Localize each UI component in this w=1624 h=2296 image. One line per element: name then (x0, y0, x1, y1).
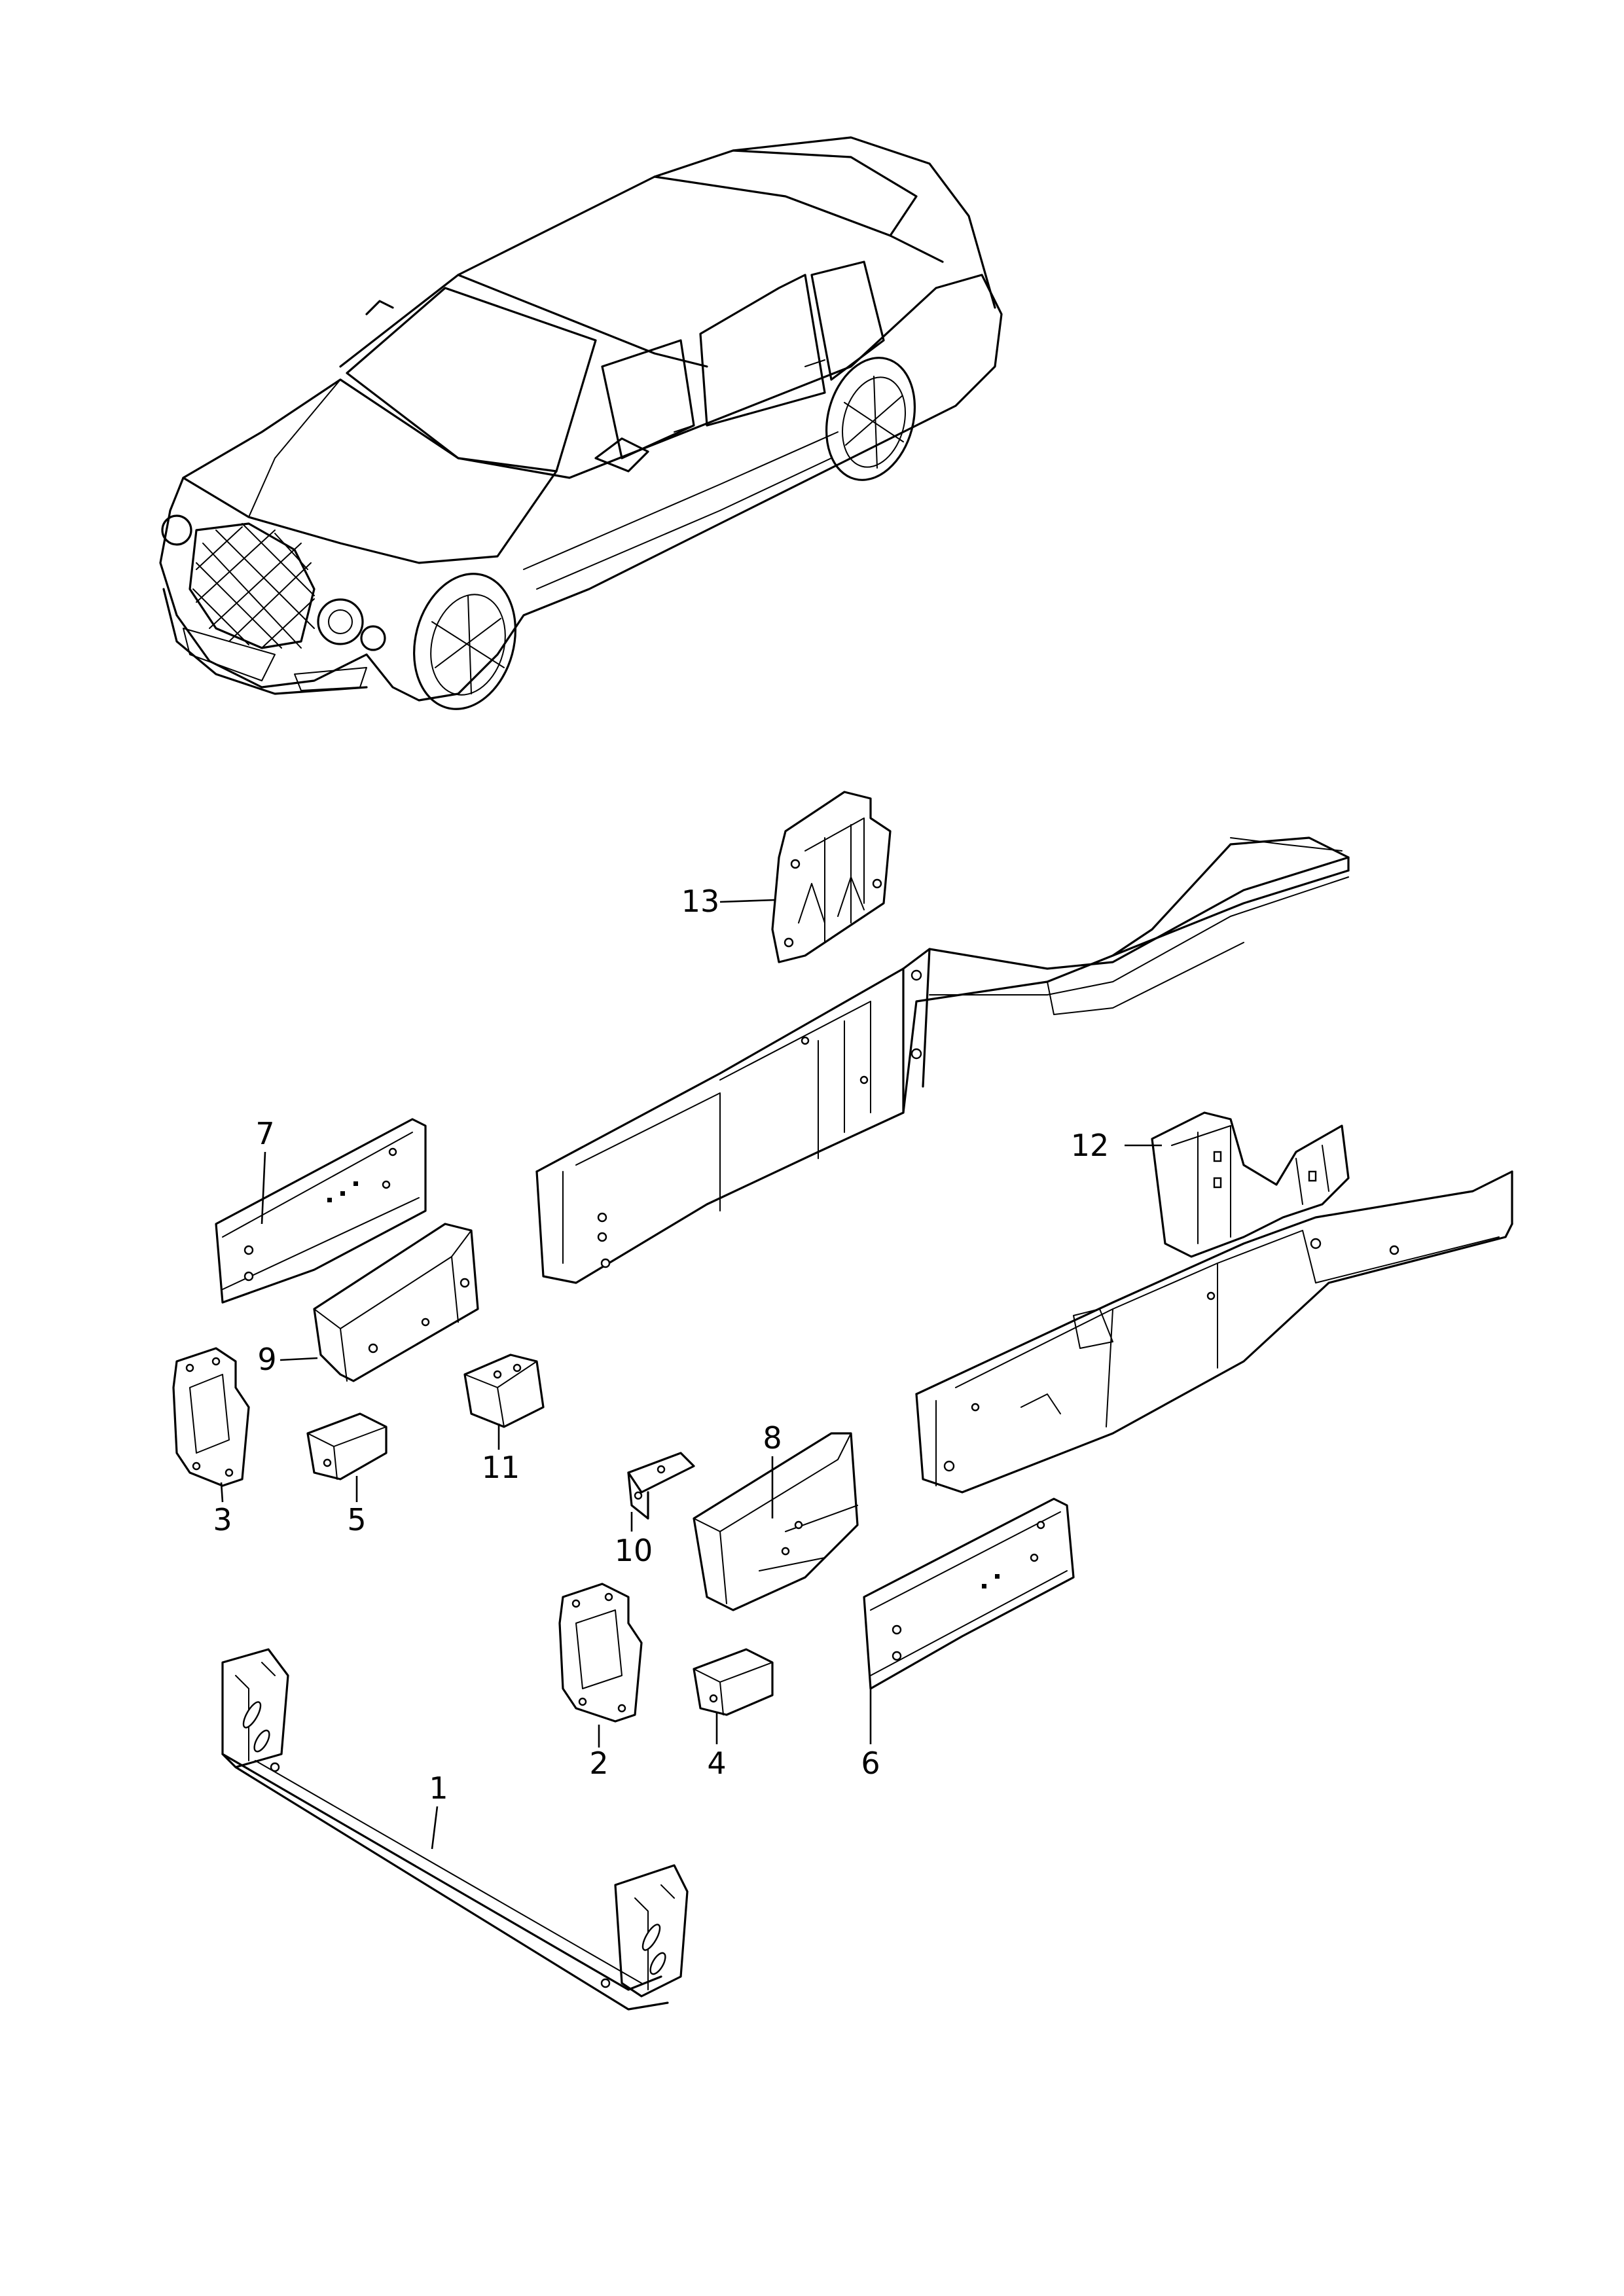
part-3-bracket (172, 1347, 250, 1487)
part-13-bracket (771, 791, 892, 963)
callout-1: 1 (429, 1770, 448, 1806)
vehicle-illustration (159, 136, 1003, 710)
part-8-channel (693, 1432, 859, 1611)
callout-3: 3 (213, 1502, 232, 1537)
callout-9: 9 (257, 1342, 276, 1377)
part-10-bracket (627, 1452, 695, 1520)
part-7-plate (215, 1118, 427, 1304)
part-5-block (306, 1412, 388, 1480)
callout-13: 13 (681, 884, 720, 919)
rail-upper (535, 836, 1350, 1284)
rail-lower (915, 1170, 1513, 1494)
part-9-channel (313, 1223, 479, 1382)
part-2-bracket (558, 1583, 643, 1723)
callout-labels: 1 2 3 4 5 6 7 8 9 10 11 12 13 (213, 884, 1109, 1806)
part-6-plate (863, 1498, 1075, 1690)
callout-4: 4 (707, 1746, 726, 1781)
callout-10: 10 (615, 1533, 653, 1568)
callout-12: 12 (1071, 1128, 1110, 1163)
part-1-crossmember (221, 1648, 689, 2011)
callout-7: 7 (255, 1116, 274, 1151)
callout-6: 6 (861, 1746, 880, 1781)
callout-leaders (220, 899, 1162, 1850)
part-4-block (693, 1648, 774, 1716)
part-12-bracket (1151, 1111, 1350, 1258)
part-11-block (463, 1354, 545, 1428)
callout-11: 11 (482, 1450, 520, 1485)
callout-8: 8 (763, 1420, 782, 1456)
callout-2: 2 (589, 1746, 608, 1781)
callout-5: 5 (347, 1502, 366, 1537)
